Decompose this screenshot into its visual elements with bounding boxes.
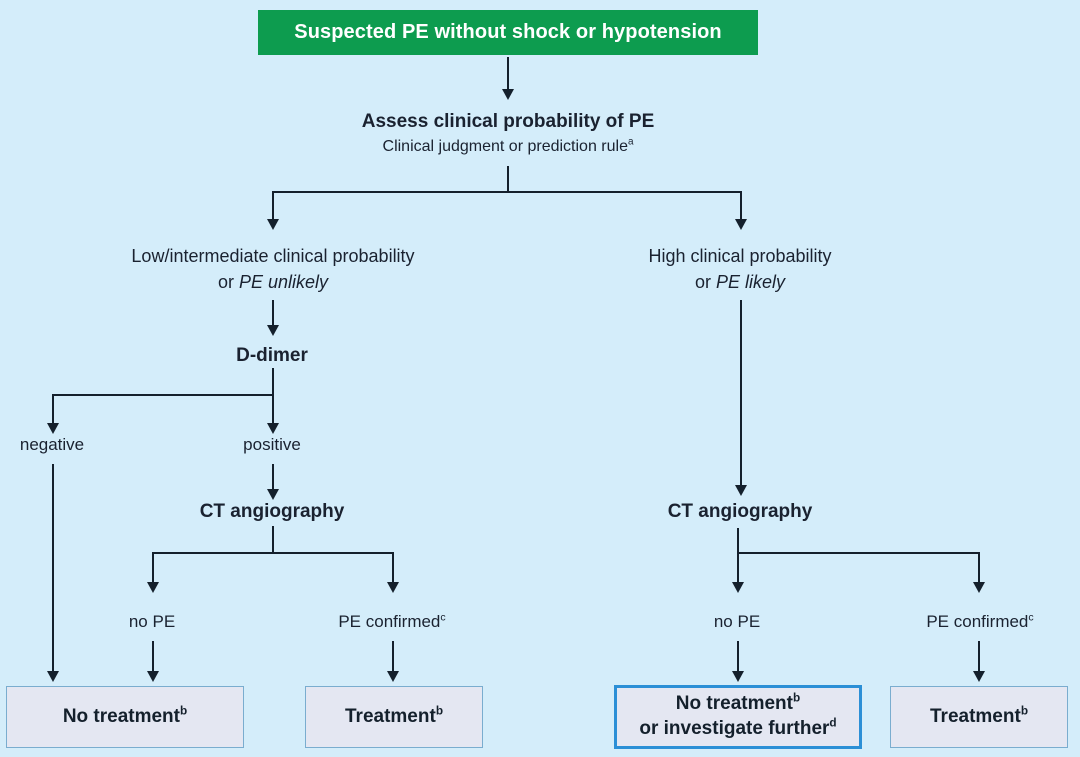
ct-angiography-right-label: CT angiography [667, 501, 813, 522]
connector-ddimer-to-negative [52, 394, 54, 425]
outcome-box-treatment-right[interactable]: Treatmentb [890, 686, 1068, 748]
connector-right-branch-to-ct-right [740, 300, 742, 487]
outcome-line1: Treatment [345, 705, 436, 727]
ct-right-pe-confirmed-label: PE confirmedc [880, 611, 1080, 633]
arrowhead-ct-right-to-no-pe [732, 582, 744, 593]
footnote-marker-c-right: c [1028, 611, 1034, 624]
outcome-line1: No treatment [62, 705, 180, 727]
outcome-box-no-treatment-left[interactable]: No treatmentb [6, 686, 244, 748]
right-branch-line2-italic: PE likely [715, 272, 786, 292]
connector-ct-left-pe-to-box [392, 641, 394, 673]
arrowhead-assess-to-left [267, 219, 279, 230]
outcome-line2: or investigate further [639, 718, 830, 739]
assess-subtitle: Clinical judgment or prediction rulea [308, 137, 708, 157]
outcome-box-no-treatment-or-investigate-text: No treatmentb or investigate furtherd [639, 692, 836, 741]
arrowhead-ct-right-pe-to-box [973, 671, 985, 682]
ct-left-pe-confirmed-label: PE confirmedc [292, 611, 492, 633]
footnote-marker-d: d [829, 716, 837, 730]
outcome-line2-wrap: or investigate furtherd [639, 717, 836, 742]
ct-angiography-left-label: CT angiography [199, 501, 345, 522]
connector-ct-left-stem [272, 526, 274, 554]
connector-ddimer-split-bar [52, 394, 274, 396]
right-branch-line2: or PE likely [590, 271, 890, 294]
connector-ct-left-to-no-pe [152, 552, 154, 584]
outcome-box-treatment-left-text: Treatmentb [345, 705, 443, 730]
arrowhead-ct-right-to-pe-confirmed [973, 582, 985, 593]
left-branch-line2: or PE unlikely [73, 271, 473, 294]
outcome-box-no-treatment-left-text: No treatmentb [63, 705, 187, 730]
footnote-marker-c-left: c [440, 611, 446, 624]
arrowhead-negative-to-no-treatment [47, 671, 59, 682]
d-dimer-label: D-dimer [236, 345, 308, 366]
footnote-marker-b-1: b [180, 704, 188, 718]
connector-ddimer-stem [272, 368, 274, 396]
outcome-box-no-treatment-or-investigate[interactable]: No treatmentb or investigate furtherd [614, 685, 862, 749]
left-branch-line2-italic: PE unlikely [238, 272, 329, 292]
arrowhead-banner-to-assess [502, 89, 514, 100]
connector-banner-to-assess [507, 57, 509, 91]
banner-suspected-pe: Suspected PE without shock or hypotensio… [258, 10, 758, 55]
connector-ct-right-stem [737, 528, 739, 554]
footnote-marker-b-2: b [435, 704, 443, 718]
ct-left-pe-confirmed-text: PE confirmed [338, 612, 441, 631]
connector-ct-right-pe-to-box [978, 641, 980, 673]
connector-assess-to-right [740, 191, 742, 221]
d-dimer-positive-label: positive [243, 435, 301, 454]
assess-title: Assess clinical probability of PE [361, 111, 655, 132]
footnote-marker-b-3: b [792, 691, 801, 705]
arrowhead-ddimer-to-negative [47, 423, 59, 434]
footnote-marker-b-4: b [1020, 704, 1028, 718]
connector-assess-stem [507, 166, 509, 193]
ct-right-pe-confirmed-text: PE confirmed [926, 612, 1029, 631]
footnote-marker-a: a [627, 136, 634, 148]
connector-positive-to-ct-left [272, 464, 274, 491]
arrowhead-ct-right-no-pe-to-box [732, 671, 744, 682]
right-branch-line2-prefix: or [694, 272, 716, 292]
arrowhead-assess-to-right [735, 219, 747, 230]
outcome-line1: Treatment [930, 705, 1021, 727]
arrowhead-ct-left-to-pe-confirmed [387, 582, 399, 593]
left-branch-line1: Low/intermediate clinical probability [131, 246, 415, 266]
connector-ct-right-split-bar [737, 552, 980, 554]
banner-label: Suspected PE without shock or hypotensio… [294, 21, 722, 43]
d-dimer-negative-label: negative [19, 435, 85, 454]
connector-left-branch-to-ddimer [272, 300, 274, 327]
right-branch-line1: High clinical probability [648, 246, 832, 266]
arrowhead-left-branch-to-ddimer [267, 325, 279, 336]
outcome-box-treatment-left[interactable]: Treatmentb [305, 686, 483, 748]
arrowhead-ct-left-to-no-pe [147, 582, 159, 593]
arrowhead-right-branch-to-ct-right [735, 485, 747, 496]
connector-ct-left-no-pe-to-box [152, 641, 154, 673]
arrowhead-ct-left-no-pe-to-box [147, 671, 159, 682]
ct-right-no-pe-label: no PE [713, 612, 761, 631]
connector-assess-to-left [272, 191, 274, 221]
connector-ct-right-no-pe-to-box [737, 641, 739, 673]
ct-left-no-pe-label: no PE [128, 612, 176, 631]
connector-assess-split-bar [272, 191, 742, 193]
arrowhead-ct-left-pe-to-box [387, 671, 399, 682]
outcome-box-treatment-right-text: Treatmentb [930, 705, 1028, 730]
connector-ddimer-to-positive [272, 394, 274, 425]
left-branch-line2-prefix: or [217, 272, 239, 292]
connector-ct-right-to-pe-confirmed [978, 552, 980, 584]
arrowhead-positive-to-ct-left [267, 489, 279, 500]
connector-ct-right-to-no-pe [737, 552, 739, 584]
connector-negative-to-no-treatment [52, 464, 54, 673]
arrowhead-ddimer-to-positive [267, 423, 279, 434]
connector-ct-left-to-pe-confirmed [392, 552, 394, 584]
outcome-line1: No treatment [675, 693, 793, 715]
connector-ct-left-split-bar [152, 552, 394, 554]
outcome-line1-wrap: No treatmentb [639, 692, 836, 717]
assess-subtitle-text: Clinical judgment or prediction rule [382, 138, 628, 155]
